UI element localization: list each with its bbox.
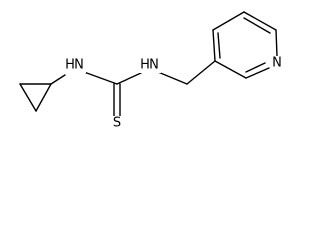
atom-label-pyridine-n: N [270, 56, 284, 71]
bond-cyclopropyl-3 [35, 83, 52, 112]
thione-s-symbol: S [113, 116, 121, 131]
bond-pyridine-n-c2-inner [245, 62, 266, 73]
thione-double-bond [113, 83, 121, 117]
bond-pyridine-c2-c3 [214, 60, 247, 79]
bond-pyridine-n-c2 [245, 67, 270, 79]
bond-ch2-pyridine [186, 60, 216, 85]
bond-pyridine-c3-c4-inner [217, 32, 221, 59]
amine-n1-symbol: N [74, 58, 84, 73]
bond-carbon-nh [116, 72, 142, 85]
atom-label-thione-s: S [111, 116, 123, 131]
bond-pyridine-c6-n [275, 29, 278, 57]
atom-label-amine-n2: H N [139, 57, 161, 73]
pyridine-n-symbol: N [272, 56, 282, 71]
bond-pyridine-c5-c6-inner [243, 17, 271, 34]
amine-n2-symbol: N [149, 58, 159, 73]
bond-nh-ch2 [157, 71, 188, 85]
cyclopropyl-ring [19, 83, 52, 112]
molecule-structure: H N H N S N [19, 11, 284, 131]
amine-n2-h: H [140, 58, 150, 73]
bond-cyclopropyl-2 [19, 83, 37, 112]
bond-pyridine-c4-c5 [212, 11, 245, 31]
bond-cyclopropyl-nh [50, 74, 66, 85]
atom-label-amine-n1: H N [64, 57, 86, 73]
bond-pyridine-c3-c4 [212, 29, 216, 62]
amine-n1-h: H [65, 58, 75, 73]
bond-nh-carbon [83, 71, 118, 85]
pyridine-ring [212, 11, 278, 79]
bond-pyridine-c5-c6 [243, 11, 277, 31]
